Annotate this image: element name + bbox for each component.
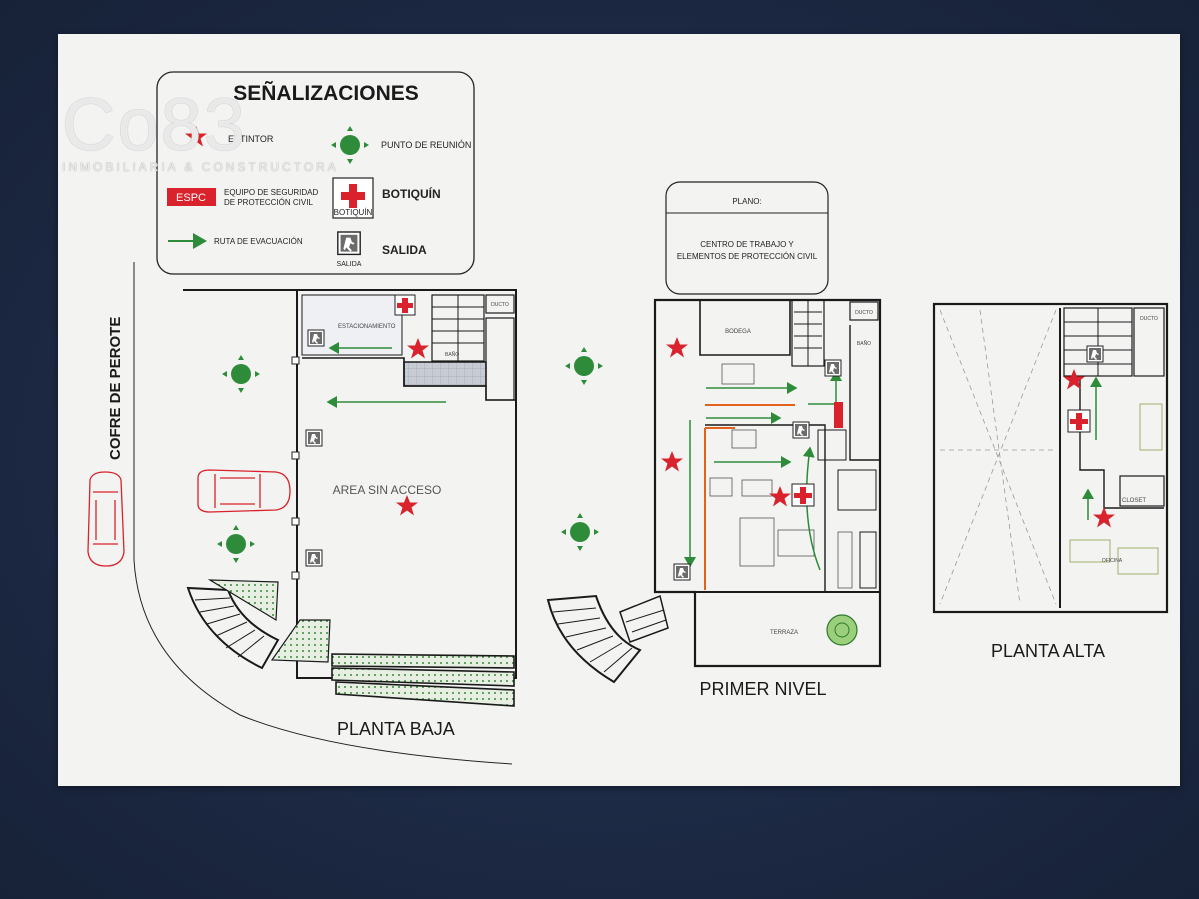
pa-first-aid-icon <box>1067 409 1091 433</box>
exit-sign-icon <box>337 231 361 256</box>
pb-exit-sign-icon-1 <box>305 429 323 447</box>
espc-badge-text: ESPC <box>176 192 206 204</box>
pb-meeting-point-icon-2 <box>217 525 255 563</box>
car-horizontal-icon <box>197 469 291 513</box>
legend-box <box>156 71 475 275</box>
planta-alta-evacuation-route <box>1082 376 1102 520</box>
pb-extintor-icon-1 <box>407 338 429 359</box>
pb-exit-sign-icon-2 <box>305 549 323 567</box>
plano-header: PLANO: <box>732 197 761 206</box>
planta-baja-stairs <box>432 295 484 361</box>
planta-baja-title: PLANTA BAJA <box>337 719 455 739</box>
pa-oficina-label: OFICINA <box>1102 558 1123 564</box>
pb-evacuation-route <box>326 342 446 408</box>
legend-equipo-line2: DE PROTECCIÓN CIVIL <box>224 198 313 207</box>
pb-meeting-point-icon-1 <box>222 355 260 393</box>
plano-line1: CENTRO DE TRABAJO Y <box>700 240 794 249</box>
legend-title: SEÑALIZACIONES <box>233 82 419 105</box>
legend-punto-reunion-label: PUNTO DE REUNIÓN <box>381 140 471 150</box>
pa-extintor-icon-2 <box>1093 507 1115 528</box>
pn-exit-sign-icon-3 <box>673 563 691 581</box>
pb-exit-sign-icon-3 <box>307 329 325 347</box>
primer-nivel-orange-lines <box>704 404 795 590</box>
planta-baja-columns <box>291 356 300 580</box>
pb-estacionamiento-label: ESTACIONAMIENTO <box>338 324 396 330</box>
plano-box <box>665 181 829 295</box>
primer-nivel-furniture <box>709 363 853 589</box>
pa-closet-label: CLOSET <box>1122 498 1146 504</box>
pn-terraza-label: TERRAZA <box>770 630 798 636</box>
pa-ducto-label: DUCTO <box>1140 316 1158 322</box>
pn-extintor-icon-2 <box>661 451 683 472</box>
floor-plan-sheet <box>58 34 1180 786</box>
pa-exit-sign-icon <box>1086 345 1104 363</box>
primer-nivel-evacuation-route <box>684 370 842 571</box>
planta-alta-title: PLANTA ALTA <box>991 641 1105 661</box>
planta-baja-entry-steps <box>331 653 515 707</box>
planta-alta-void-lines <box>939 309 1057 605</box>
exit-sign-icon-text: SALIDA <box>337 261 362 268</box>
pb-area-label: AREA SIN ACCESO <box>333 483 442 497</box>
espc-badge-icon <box>167 188 216 206</box>
pn-bodega-label: BODEGA <box>725 329 751 335</box>
primer-nivel-stairs <box>794 300 822 366</box>
pn-ducto-label: DUCTO <box>855 310 873 316</box>
street-label: COFRE DE PEROTE <box>107 317 124 460</box>
pn-exit-sign-icon-2 <box>824 359 842 377</box>
legend-salida-label: SALIDA <box>382 243 427 257</box>
pn-first-aid-icon <box>791 483 815 507</box>
legend-ruta-label: RUTA DE EVACUACIÓN <box>214 237 303 246</box>
pb-extintor-icon-2 <box>396 495 418 516</box>
car-vertical-icon <box>87 471 125 567</box>
pn-meeting-point-icon-2 <box>561 513 599 551</box>
pb-first-aid-icon <box>394 294 416 316</box>
pn-espc-icon <box>834 402 843 428</box>
planta-alta-furniture <box>1069 403 1163 575</box>
watermark-brand: Co83 <box>62 83 247 166</box>
watermark-subtitle: INMOBILIARIA & CONSTRUCTORA <box>62 160 339 174</box>
legend-equipo-line1: EQUIPO DE SEGURIDAD <box>224 188 318 197</box>
pn-exit-sign-icon-1 <box>792 421 810 439</box>
planta-alta-stairs <box>1064 308 1132 376</box>
street-curb-line <box>133 262 513 765</box>
pa-extintor-icon-1 <box>1063 369 1085 390</box>
pb-ducto-label: DUCTO <box>491 302 509 308</box>
planta-baja-curved-stair <box>186 579 331 670</box>
primer-nivel-curved-stair <box>546 594 669 684</box>
first-aid-icon-text: BOTIQUÍN <box>334 208 373 217</box>
terraza-tree-icon <box>826 614 858 646</box>
legend-botiquin-label: BOTIQUÍN <box>382 186 441 201</box>
legend-extintor-label: EXTINTOR <box>228 134 274 144</box>
plano-line2: ELEMENTOS DE PROTECCIÓN CIVIL <box>677 252 818 261</box>
planta-alta-plan <box>932 302 1169 614</box>
pb-bano-label: BAÑO <box>445 351 459 358</box>
pn-bano-label: BAÑO <box>857 340 871 347</box>
watermark-logo: Co83 INMOBILIARIA & CONSTRUCTORA <box>62 83 339 175</box>
primer-nivel-plan <box>653 298 882 668</box>
pn-meeting-point-icon-1 <box>565 347 603 385</box>
pn-extintor-icon-1 <box>666 337 688 358</box>
primer-nivel-title: PRIMER NIVEL <box>699 679 826 699</box>
